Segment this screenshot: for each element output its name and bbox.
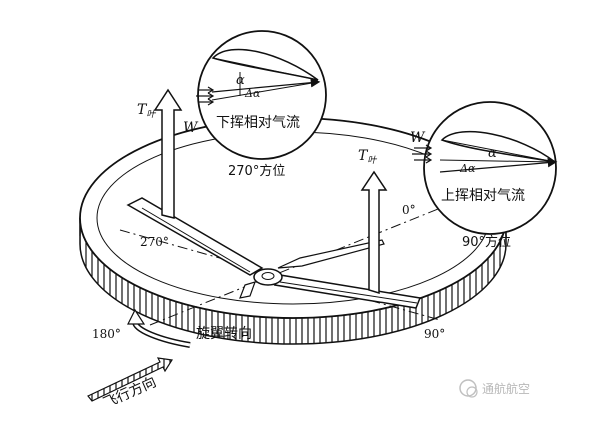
alpha-label-right: α [488,146,497,161]
flap-line-right [439,159,556,163]
deg-270-label: 270° [140,235,169,249]
rotor-disk [79,117,507,345]
wind-arrows-left [196,86,215,106]
hub-inner [261,272,275,280]
delta-alpha-label-right: Δα [459,162,476,175]
rotor-hub [253,268,283,286]
thrust-label-left: T叶 [137,102,156,120]
rel-wind-line-right [439,157,558,173]
watermark-text: 通航航空 [482,381,530,396]
rotation-arrow [127,308,191,348]
blade-270 [126,197,264,276]
chord-line-left [212,57,319,81]
flap-line-left [211,81,319,101]
rotation-label: 旋翼转向 [196,326,252,342]
delta-alpha-label-left: Δα [244,87,261,100]
downwash-caption: 下挥相对气流 [216,115,300,131]
blade-180 [239,281,256,299]
inset-upwash: α Δα W 上挥相对气流 [410,101,558,235]
azimuth-90-caption: 90°方位 [462,234,511,250]
flight-direction-arrow [87,357,174,402]
blade-0 [277,239,385,269]
alpha-label-left: α [236,73,245,88]
wind-arrows-right [412,144,433,164]
deg-0-label: 0° [402,203,416,217]
azimuth-270-caption: 270°方位 [228,163,285,179]
rel-wind-line-left [211,77,321,93]
deg-180-label: 180° [92,327,121,341]
upwash-caption: 上挥相对气流 [441,188,525,204]
wind-label-right: W [410,130,426,146]
chord-line-right [441,139,556,163]
deg-90-label: 90° [424,327,445,341]
watermark-icon [459,379,477,397]
blade-90-edge [279,281,418,304]
watermark: 通航航空 [459,379,530,398]
thrust-arrow-left [153,88,183,219]
inset-downwash: α Δα W 下挥相对气流 [183,30,327,160]
inset-downwash-circle [197,30,327,160]
thrust-label-right: T叶 [358,148,377,166]
wind-label-left: W [183,120,199,136]
blade-270-edge [141,207,251,273]
thrust-arrow-right [360,170,388,295]
rotor-blades [126,197,422,309]
